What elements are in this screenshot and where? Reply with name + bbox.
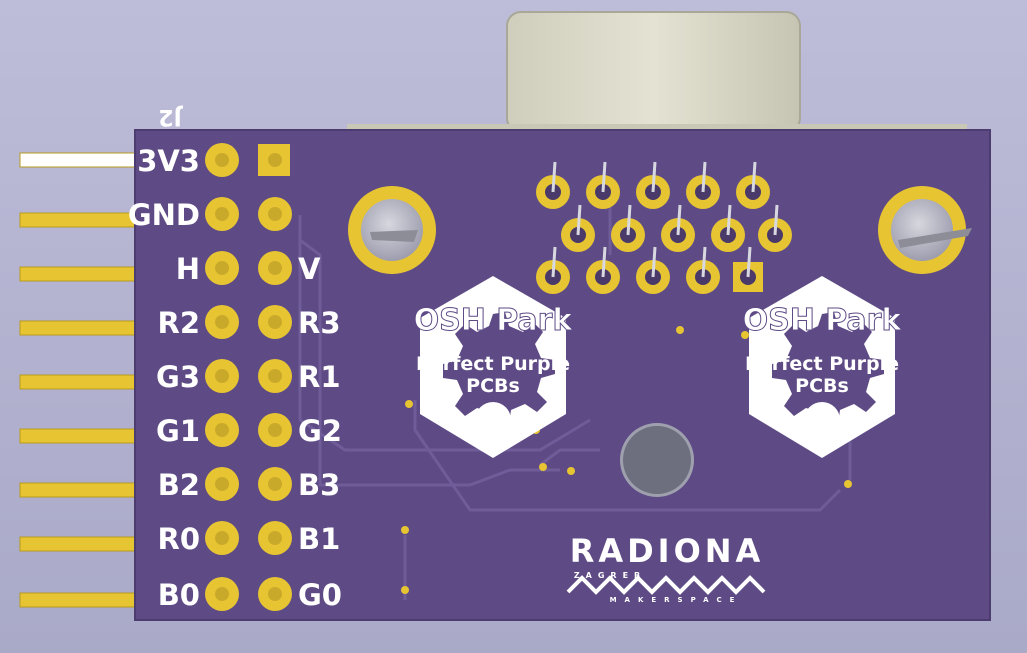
pin-label-left: B0 bbox=[158, 578, 200, 612]
radiona-city: ZAGREB bbox=[574, 571, 646, 580]
pin-label-left: R0 bbox=[157, 522, 200, 556]
osh-title: OSH Park bbox=[743, 303, 903, 338]
osh-line2: PCBs bbox=[795, 375, 849, 397]
osh-line2: PCBs bbox=[466, 375, 520, 397]
pin-label-right: B1 bbox=[298, 522, 340, 556]
reference-designator: J2 bbox=[158, 104, 184, 129]
pin-label-left: G1 bbox=[156, 414, 200, 448]
vga-pin bbox=[773, 204, 779, 236]
osh-line1: Perfect Purple bbox=[745, 353, 899, 375]
pin-label-right: G2 bbox=[298, 414, 342, 448]
via bbox=[539, 463, 547, 471]
via bbox=[401, 586, 409, 594]
pin-label-left: GND bbox=[128, 198, 200, 232]
vga-pin bbox=[746, 246, 752, 278]
pin-label-left: G3 bbox=[156, 360, 200, 394]
pin-label-right: R1 bbox=[298, 360, 341, 394]
osh-title: OSH Park bbox=[414, 303, 574, 338]
header-pin bbox=[19, 266, 137, 282]
header-pads bbox=[205, 143, 292, 611]
vga-pin bbox=[576, 204, 582, 236]
vga-pin bbox=[551, 246, 557, 278]
pin-label-right: R3 bbox=[298, 306, 341, 340]
pin-label-right: B3 bbox=[298, 468, 340, 502]
header-pin bbox=[19, 212, 137, 228]
osh-park-logo-right: OSH Park Perfect Purple PCBs bbox=[742, 276, 903, 458]
pin-label-right: V bbox=[298, 252, 321, 286]
vga-pin bbox=[601, 246, 607, 278]
radiona-sub: MAKERSPACE bbox=[610, 596, 743, 604]
header-pin bbox=[19, 320, 137, 336]
radiona-logo: RADIONA ZAGREB MAKERSPACE bbox=[566, 532, 766, 604]
vga-pin bbox=[751, 161, 757, 193]
vga-pin bbox=[726, 204, 732, 236]
mounting-hole-left bbox=[348, 186, 436, 274]
vga-pin bbox=[601, 161, 607, 193]
via bbox=[401, 526, 409, 534]
vga-connector-shell bbox=[347, 11, 967, 134]
vga-pin bbox=[651, 246, 657, 278]
mounting-hole-right bbox=[878, 186, 972, 274]
via bbox=[741, 331, 749, 339]
via bbox=[567, 467, 575, 475]
via bbox=[676, 326, 684, 334]
vga-pin bbox=[701, 246, 707, 278]
header-pin bbox=[19, 152, 137, 168]
header-pin bbox=[19, 428, 137, 444]
pin-label-left: 3V3 bbox=[137, 144, 200, 178]
header-pin bbox=[19, 592, 137, 608]
vga-pin bbox=[701, 161, 707, 193]
vga-pin bbox=[676, 204, 682, 236]
header-pin bbox=[19, 374, 137, 390]
radiona-name: RADIONA bbox=[570, 532, 765, 570]
via bbox=[405, 400, 413, 408]
osh-line1: Perfect Purple bbox=[416, 353, 570, 375]
radiona-zigzag bbox=[566, 575, 766, 595]
pin-label-left: H bbox=[176, 252, 200, 286]
header-pins bbox=[19, 152, 137, 608]
vga-pin bbox=[551, 161, 557, 193]
header-pin bbox=[19, 482, 137, 498]
pin-label-left: B2 bbox=[158, 468, 200, 502]
pin-label-right: G0 bbox=[298, 578, 342, 612]
header-pin bbox=[19, 536, 137, 552]
vga-pin bbox=[626, 204, 632, 236]
osh-park-logo-left: OSH Park Perfect Purple PCBs bbox=[413, 276, 574, 458]
vga-pads bbox=[536, 161, 792, 294]
vga-pin bbox=[651, 161, 657, 193]
via bbox=[844, 480, 852, 488]
pin-label-left: R2 bbox=[157, 306, 200, 340]
